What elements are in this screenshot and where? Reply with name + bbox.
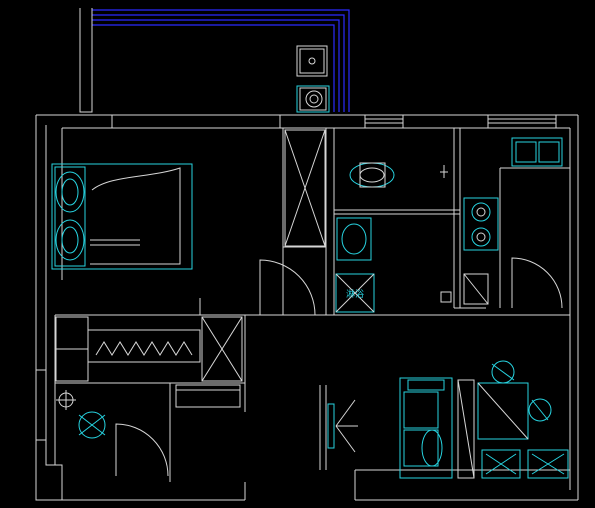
- pillow-icon: [55, 171, 85, 213]
- balcony-pipes: [92, 9, 350, 112]
- shower-area: 淋浴: [335, 273, 375, 313]
- exterior-walls: [35, 8, 579, 501]
- doors: [115, 257, 563, 477]
- dining-chair-icon: [491, 360, 515, 384]
- tv-icon: [327, 399, 358, 453]
- study-shelf: [55, 316, 243, 382]
- ceiling-lamp-icon: [56, 390, 76, 410]
- stove-icon: [463, 197, 499, 251]
- study-chair-icon: [78, 411, 106, 439]
- wardrobe: [284, 129, 326, 247]
- toilet-icon: [349, 162, 395, 188]
- dining-chair-icon: [528, 398, 552, 422]
- sofa[interactable]: [399, 377, 453, 479]
- fridge-icon: [463, 273, 489, 305]
- coffee-table: [457, 379, 475, 479]
- drain-icon: [296, 45, 328, 77]
- floor-drain-icon: [440, 165, 452, 303]
- dining-table[interactable]: [477, 382, 529, 440]
- cushion-icon: [527, 449, 569, 479]
- shower-label: 淋浴: [346, 288, 364, 300]
- bed[interactable]: [51, 163, 193, 270]
- washing-machine-icon: [296, 85, 330, 113]
- sink-icon: [336, 217, 372, 261]
- interior-walls: [54, 128, 570, 482]
- windows: [35, 114, 557, 441]
- pillow-icon: [55, 219, 85, 261]
- kitchen-sink-icon: [511, 137, 563, 167]
- cushion-icon: [481, 449, 521, 479]
